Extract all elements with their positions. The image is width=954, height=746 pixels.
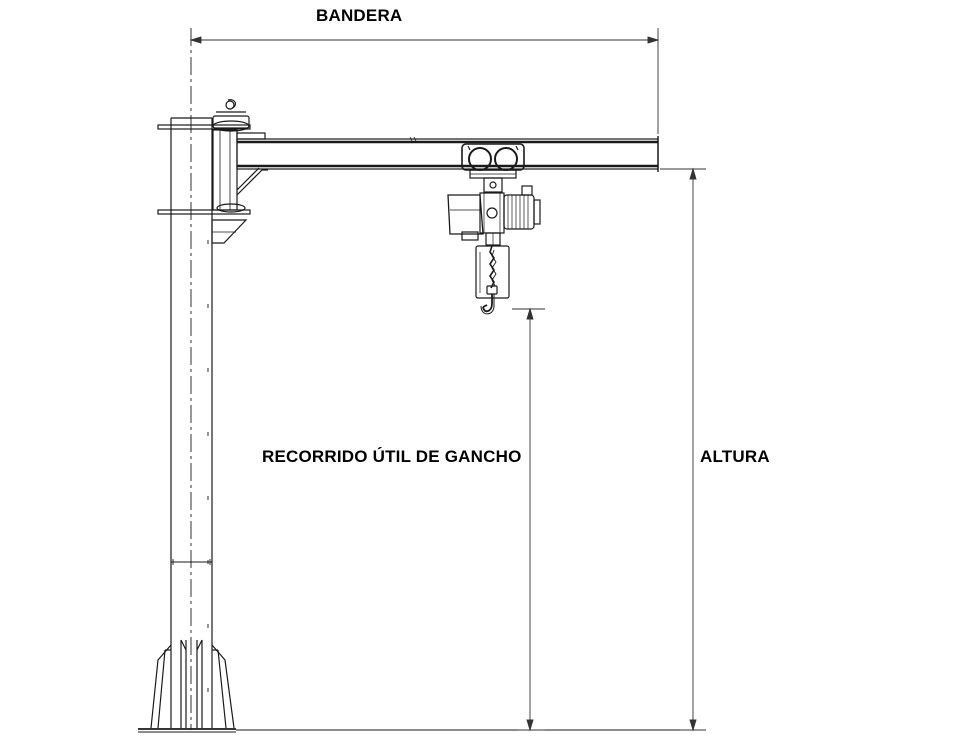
column-base [138, 639, 705, 733]
dimension-bandera [189, 28, 660, 134]
altura-label: ALTURA [700, 447, 770, 466]
dimension-recorrido [512, 307, 545, 732]
jib-arm [236, 136, 659, 172]
dimension-altura [660, 167, 706, 732]
bandera-label: BANDERA [316, 6, 403, 25]
electric-hoist [447, 177, 541, 246]
recorrido-label: RECORRIDO ÚTIL DE GANCHO [262, 447, 522, 466]
column [170, 28, 213, 730]
trolley [461, 143, 525, 179]
slewing-head [157, 99, 268, 244]
hook-assembly [475, 245, 510, 315]
